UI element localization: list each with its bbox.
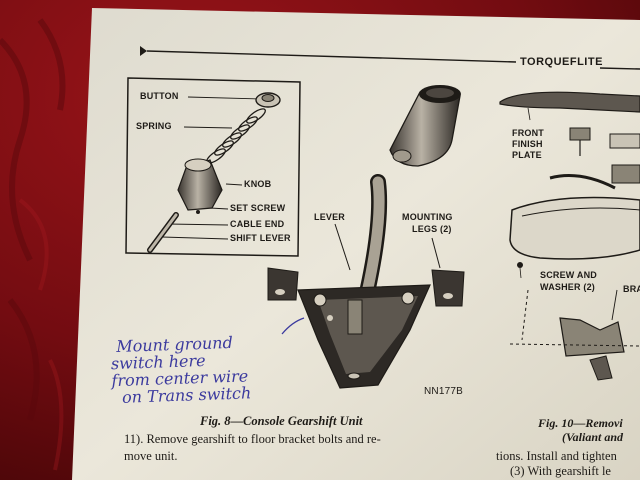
label-cable-end: CABLE END [230,219,285,229]
handwriting-line-4: on Trans switch [121,383,252,407]
handwritten-note: Mount ground switch here from center wir… [111,333,252,407]
label-finish: FINISH [512,139,543,149]
label-plate: PLATE [512,150,542,160]
label-washer: WASHER (2) [540,282,596,292]
label-front: FRONT [512,128,544,138]
label-legs: LEGS (2) [412,224,452,234]
label-knob: KNOB [244,179,272,189]
manual-page [72,8,640,480]
inset-box [125,77,301,257]
body-text-right-1: tions. Install and tighten [496,449,617,463]
fig10-caption: Fig. 10—Removi [538,416,623,430]
figure-code: NN177B [424,386,463,397]
label-spring: SPRING [136,121,172,131]
label-lever: LEVER [314,212,346,222]
label-button: BUTTON [140,91,179,101]
label-set-screw: SET SCREW [230,203,286,213]
fig10-caption-sub: (Valiant and [562,430,624,444]
body-text-line-2: move unit. [124,449,178,463]
body-text-right-2: (3) With gearshift le [510,464,611,478]
label-screw: SCREW AND [540,270,597,280]
body-text-line-1: 11). Remove gearshift to floor bracket b… [124,432,381,446]
label-shift-lever: SHIFT LEVER [230,233,291,243]
fig8-caption: Fig. 8—Console Gearshift Unit [200,414,363,428]
label-mounting: MOUNTING [402,212,453,222]
section-header: TORQUEFLITE [520,56,603,68]
label-bra: BRA [623,284,640,294]
